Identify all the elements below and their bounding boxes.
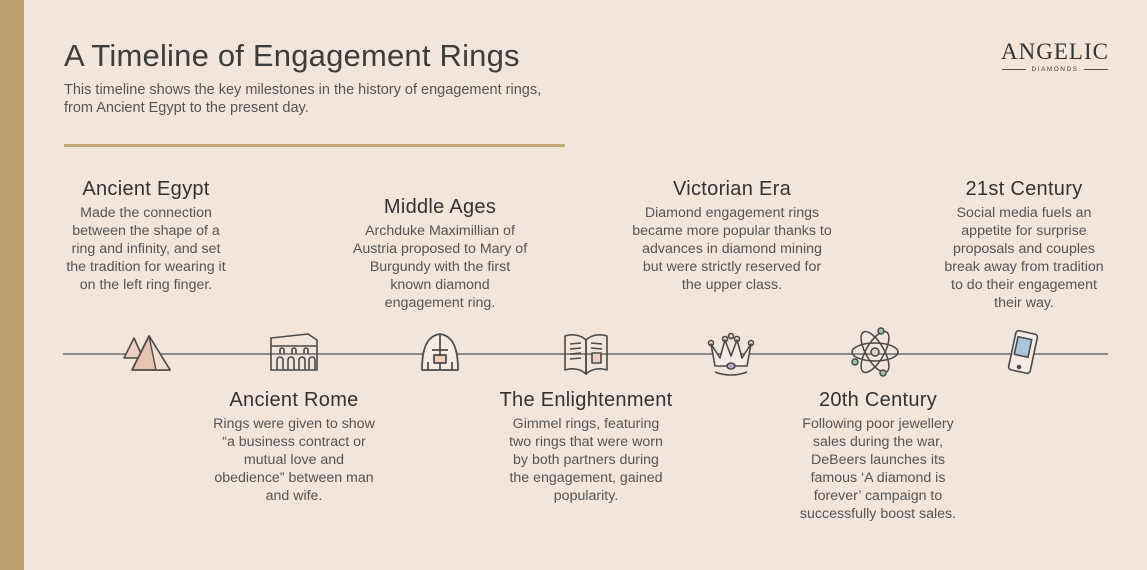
event-title: Ancient Rome	[229, 389, 359, 411]
event-ancient-egypt: Ancient Egypt Made the connection betwee…	[46, 177, 246, 294]
event-ancient-rome: Ancient Rome Rings were given to show “a…	[194, 388, 394, 505]
page-subtitle: This timeline shows the key milestones i…	[64, 82, 542, 116]
event-description: Social media fuels an appetite for surpr…	[944, 205, 1104, 311]
logo-subline: DIAMONDS	[1000, 66, 1110, 73]
logo-wordmark: ANGELIC	[1001, 39, 1109, 64]
logo-rule-left	[1002, 69, 1027, 70]
event-description: Rings were given to show “a business con…	[213, 416, 375, 504]
crown-icon	[705, 328, 757, 380]
atom-icon	[849, 326, 901, 378]
event-victorian-era: Victorian Era Diamond engagement rings b…	[632, 177, 832, 294]
event-title: Middle Ages	[383, 196, 497, 218]
pyramids-icon	[120, 328, 172, 380]
event-description: Archduke Maximillian of Austria proposed…	[352, 223, 528, 311]
event-title: Ancient Egypt	[82, 178, 210, 200]
event-title: 20th Century	[818, 389, 938, 411]
open-book-icon	[560, 328, 612, 380]
event-description: Gimmel rings, featuring two rings that w…	[509, 416, 663, 504]
knight-helmet-icon	[414, 328, 466, 380]
event-title: Victorian Era	[672, 178, 792, 200]
left-accent-bar	[0, 0, 24, 570]
event-description: Made the connection between the shape of…	[66, 205, 226, 293]
event-title: The Enlightenment	[499, 389, 673, 411]
event-the-enlightenment: The Enlightenment Gimmel rings, featurin…	[476, 388, 696, 505]
logo-subtext: DIAMONDS	[1031, 66, 1079, 73]
colosseum-icon	[268, 328, 320, 380]
brand-logo: ANGELIC DIAMONDS	[1000, 39, 1110, 74]
logo-rule-right	[1083, 69, 1108, 70]
event-21st-century: 21st Century Social media fuels an appet…	[924, 177, 1124, 312]
event-20th-century: 20th Century Following poor jewellery sa…	[778, 388, 978, 523]
smartphone-icon	[996, 326, 1048, 378]
title-divider	[64, 144, 565, 147]
event-title: 21st Century	[965, 178, 1083, 200]
event-description: Following poor jewellery sales during th…	[799, 416, 957, 522]
page-title: A Timeline of Engagement Rings	[64, 38, 520, 73]
event-middle-ages: Middle Ages Archduke Maximillian of Aust…	[340, 195, 540, 312]
event-description: Diamond engagement rings became more pop…	[632, 205, 832, 293]
